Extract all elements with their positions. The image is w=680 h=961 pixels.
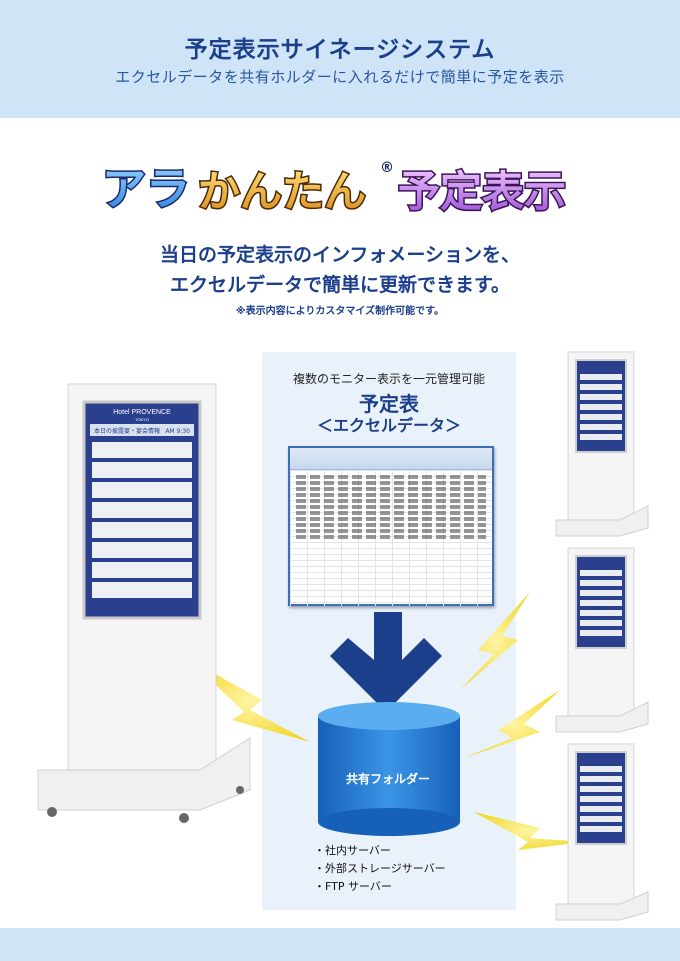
- lightning-bolt-icon: [474, 812, 584, 850]
- lightning-bolt-icon: [464, 690, 560, 758]
- shared-folder-label: 共有フォルダー: [345, 772, 430, 786]
- logo-part-1: アラ: [102, 164, 190, 215]
- logo-part-3: 予定表示: [398, 167, 566, 216]
- small-kiosk-2: [555, 547, 649, 733]
- page-title: 予定表示サイネージシステム: [184, 37, 496, 63]
- lightning-bolt-icon: [460, 592, 530, 690]
- header-band: [0, 0, 680, 118]
- lead-line-2: エクセルデータで簡単に更新できます。: [169, 274, 511, 296]
- customize-note: ※表示内容によりカスタマイズ制作可能です。: [235, 306, 445, 317]
- lead-line-1: 当日の予定表示のインフォメーションを、: [159, 244, 521, 266]
- lightning-bolt-icon: [190, 660, 310, 742]
- down-arrow-icon: [330, 612, 442, 712]
- small-kiosk-1: [555, 351, 649, 537]
- kiosk-board-title: 本日の披露宴・宴会情報: [94, 427, 160, 435]
- server-item: ・外部ストレージサーバー: [314, 862, 446, 875]
- page-subtitle: エクセルデータを共有ホルダーに入れるだけで簡単に予定を表示: [115, 68, 565, 86]
- panel-subheading: ＜エクセルデータ＞: [316, 416, 461, 435]
- server-item: ・社内サーバー: [314, 844, 391, 857]
- server-item: ・FTP サーバー: [314, 880, 392, 893]
- large-kiosk: [37, 383, 251, 823]
- excel-rows: [296, 475, 486, 541]
- shared-folder-database: [318, 702, 460, 836]
- kiosk-hotel-name: Hotel PROVENCE: [113, 409, 171, 416]
- excel-ribbon: [290, 448, 492, 470]
- product-logo: アラ かんたん ® 予定表示: [101, 160, 568, 218]
- logo-registered-mark: ®: [380, 160, 394, 176]
- small-kiosk-3: [555, 743, 649, 921]
- kiosk-city: TOKYO: [135, 417, 149, 422]
- kiosk-time: AM 9:30: [165, 428, 190, 435]
- panel-heading: 予定表: [359, 392, 419, 416]
- footer-band: [0, 928, 680, 961]
- excel-window: [288, 446, 494, 606]
- panel-caption: 複数のモニター表示を一元管理可能: [292, 372, 485, 386]
- logo-part-2: かんたん: [198, 167, 366, 216]
